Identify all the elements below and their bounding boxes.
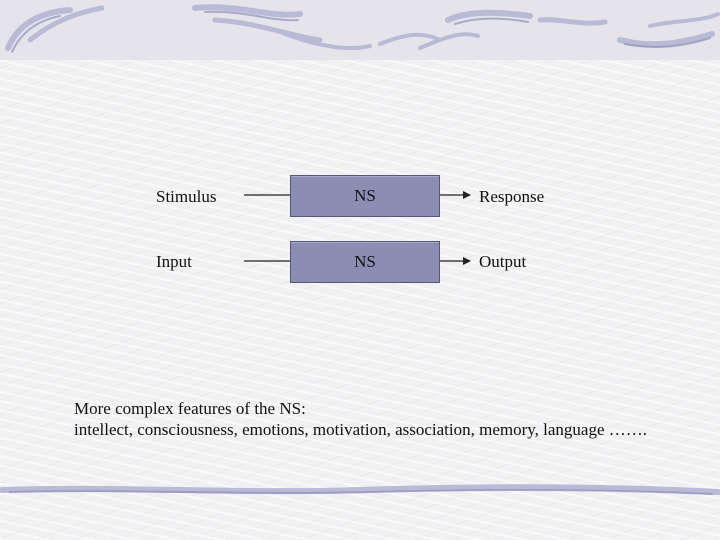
ns-features-text: More complex features of the NS: intelle…: [74, 398, 647, 440]
stimulus-label: Stimulus: [156, 187, 217, 206]
decorative-footer-band: [0, 482, 720, 502]
decorative-header-band: [0, 0, 720, 60]
ns-box-row2: NS: [290, 241, 440, 283]
input-label: Input: [156, 252, 192, 271]
ns-features-list: intellect, consciousness, emotions, moti…: [74, 420, 648, 439]
swoosh-decoration-top: [5, 4, 720, 53]
ns-box-row2-label: NS: [354, 252, 376, 271]
ns-box-row1-label: NS: [354, 186, 376, 205]
ns-features-heading: More complex features of the NS:: [74, 399, 306, 418]
response-label: Response: [479, 187, 545, 206]
swoosh-decoration-bottom: [0, 484, 720, 495]
ns-box-row1: NS: [290, 175, 440, 217]
output-label: Output: [479, 252, 527, 271]
